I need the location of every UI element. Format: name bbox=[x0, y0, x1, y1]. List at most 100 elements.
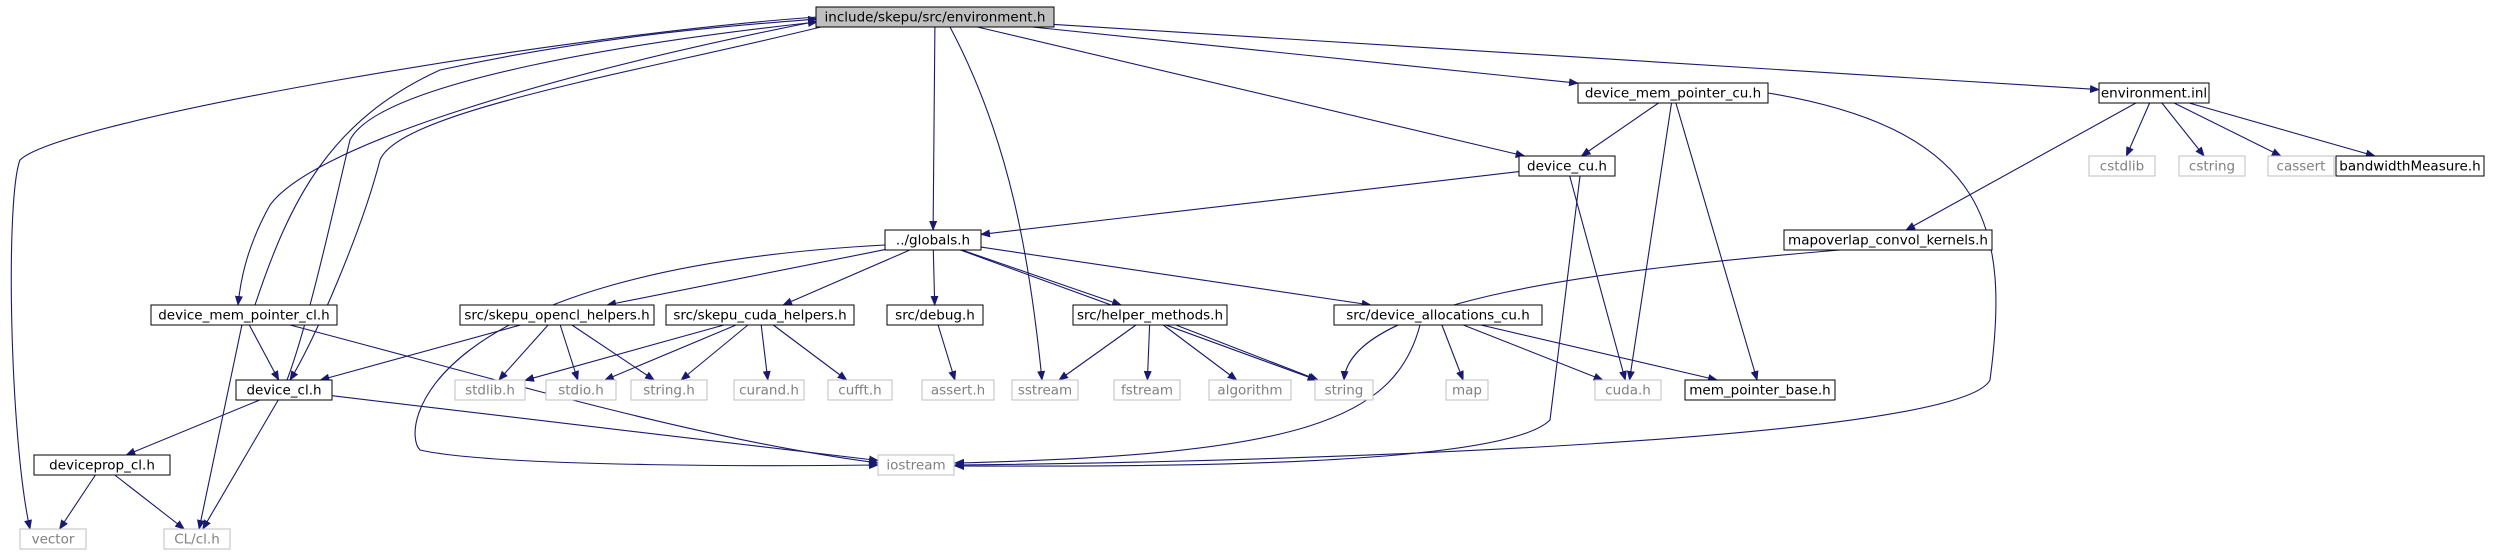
edge-dev-alloc-to-cuda bbox=[1463, 324, 1604, 381]
node-dev-mem-cu[interactable]: device_mem_pointer_cu.h bbox=[1577, 82, 1769, 104]
node-box bbox=[665, 304, 855, 326]
edge-dev-alloc-to-mem-base bbox=[1480, 324, 1719, 382]
node-label: vector bbox=[32, 532, 75, 548]
node-cuda-helpers[interactable]: src/skepu_cuda_helpers.h bbox=[665, 304, 855, 326]
node-algorithm: algorithm bbox=[1208, 379, 1292, 401]
node-sstream: sstream bbox=[1011, 379, 1079, 401]
node-box bbox=[1518, 155, 1616, 177]
edge-dev-mem-cu-to-dev-cu bbox=[1580, 102, 1659, 157]
node-cuda: cuda.h bbox=[1594, 379, 1662, 401]
node-box bbox=[630, 379, 708, 401]
edge-globals-to-helper bbox=[961, 249, 1123, 306]
node-dev-cu[interactable]: device_cu.h bbox=[1518, 155, 1616, 177]
edge-dev-mem-cl-to-clcl bbox=[197, 324, 243, 530]
node-devprop[interactable]: deviceprop_cl.h bbox=[33, 454, 171, 476]
edge-globals-to-cuda-helpers bbox=[782, 249, 911, 306]
edge-opencl-h-to-stdio bbox=[559, 324, 579, 381]
node-label: assert.h bbox=[931, 383, 985, 399]
node-dev-mem-cl[interactable]: device_mem_pointer_cl.h bbox=[150, 304, 338, 326]
node-box bbox=[1445, 379, 1489, 401]
edge-dev-mem-cu-to-cuda bbox=[1626, 102, 1673, 381]
edge-mapoverlap-to-string bbox=[1340, 249, 1841, 381]
node-label: CL/cl.h bbox=[174, 532, 220, 548]
node-box bbox=[1333, 304, 1543, 326]
edge-cuda-helpers-to-stdlib bbox=[524, 324, 725, 382]
edge-dev-cl-to-iostream bbox=[331, 395, 879, 464]
node-label: algorithm bbox=[1217, 383, 1282, 399]
edge-dev-cu-to-globals bbox=[980, 171, 1520, 238]
node-dev-alloc[interactable]: src/device_allocations_cu.h bbox=[1333, 304, 1543, 326]
edge-root-to-dev-mem-cl bbox=[234, 19, 824, 306]
edge-env-inl-to-cstring bbox=[2161, 102, 2205, 157]
edge-root-to-env-inl bbox=[1053, 23, 2100, 94]
node-label: device_cu.h bbox=[1527, 159, 1607, 175]
node-label: device_mem_pointer_cl.h bbox=[158, 308, 330, 324]
node-label: string.h bbox=[643, 383, 695, 399]
node-box bbox=[2178, 155, 2246, 177]
node-box bbox=[2098, 82, 2210, 104]
node-box bbox=[1314, 379, 1374, 401]
node-box bbox=[1072, 304, 1228, 326]
edge-env-inl-to-cstdlib bbox=[2125, 102, 2151, 157]
edge-dev-cu-to-iostream bbox=[954, 175, 1581, 471]
node-box bbox=[815, 6, 1055, 28]
node-dev-cl[interactable]: device_cl.h bbox=[235, 379, 333, 401]
node-label: map bbox=[1452, 383, 1482, 399]
node-box bbox=[545, 379, 617, 401]
node-label: ../globals.h bbox=[896, 233, 970, 249]
node-label: src/skepu_opencl_helpers.h bbox=[464, 308, 649, 324]
edge-helper-to-fstream bbox=[1143, 324, 1152, 381]
edge-root-to-dev-cu bbox=[977, 26, 1526, 158]
node-string-h: string.h bbox=[630, 379, 708, 401]
node-bw[interactable]: bandwidthMeasure.h bbox=[2335, 155, 2485, 177]
node-stdlib: stdlib.h bbox=[454, 379, 526, 401]
edge-debug-to-assert bbox=[937, 324, 957, 381]
node-vector: vector bbox=[19, 528, 87, 550]
node-box bbox=[19, 528, 87, 550]
node-box bbox=[163, 528, 231, 550]
node-map: map bbox=[1445, 379, 1489, 401]
edge-globals-to-dev-alloc bbox=[980, 246, 1372, 308]
node-box bbox=[2335, 155, 2485, 177]
node-string: string bbox=[1314, 379, 1374, 401]
node-mem-base[interactable]: mem_pointer_base.h bbox=[1684, 379, 1836, 401]
node-mapoverlap[interactable]: mapoverlap_convol_kernels.h bbox=[1783, 229, 1993, 251]
edge-root-to-dev-cl bbox=[289, 23, 834, 381]
node-env-inl[interactable]: environment.inl bbox=[2098, 82, 2210, 104]
edge-globals-to-opencl-h bbox=[606, 249, 886, 308]
node-label: mapoverlap_convol_kernels.h bbox=[1788, 233, 1988, 249]
edge-root-to-dev-mem-cu bbox=[1032, 26, 1579, 87]
edge-env-inl-to-bw bbox=[2188, 102, 2376, 158]
node-label: iostream bbox=[886, 458, 945, 474]
node-box bbox=[1783, 229, 1993, 251]
node-label: stdio.h bbox=[558, 383, 604, 399]
node-helper[interactable]: src/helper_methods.h bbox=[1072, 304, 1228, 326]
node-globals[interactable]: ../globals.h bbox=[884, 229, 982, 251]
node-box bbox=[2267, 155, 2335, 177]
node-label: device_cl.h bbox=[246, 383, 321, 399]
edge-root-to-globals bbox=[929, 26, 938, 231]
node-label: cufft.h bbox=[838, 383, 881, 399]
node-label: cuda.h bbox=[1605, 383, 1651, 399]
node-label: device_mem_pointer_cu.h bbox=[1585, 86, 1761, 102]
node-label: src/device_allocations_cu.h bbox=[1346, 308, 1530, 324]
node-box bbox=[454, 379, 526, 401]
node-opencl-h[interactable]: src/skepu_opencl_helpers.h bbox=[459, 304, 655, 326]
edge-dev-mem-cl-to-root bbox=[254, 15, 818, 306]
edge-dev-cl-to-clcl bbox=[202, 399, 279, 530]
node-label: src/debug.h bbox=[895, 308, 975, 324]
edge-root-to-vector bbox=[10, 16, 818, 530]
node-curand: curand.h bbox=[733, 379, 805, 401]
node-label: fstream bbox=[1121, 383, 1173, 399]
edge-opencl-h-to-stdlib bbox=[498, 324, 549, 381]
node-debug[interactable]: src/debug.h bbox=[886, 304, 984, 326]
node-box bbox=[1208, 379, 1292, 401]
node-cstring: cstring bbox=[2178, 155, 2246, 177]
node-root[interactable]: include/skepu/src/environment.h bbox=[815, 6, 1055, 28]
node-label: include/skepu/src/environment.h bbox=[825, 10, 1046, 26]
node-box bbox=[1011, 379, 1079, 401]
node-box bbox=[1684, 379, 1836, 401]
node-label: string bbox=[1325, 383, 1364, 399]
node-box bbox=[827, 379, 893, 401]
